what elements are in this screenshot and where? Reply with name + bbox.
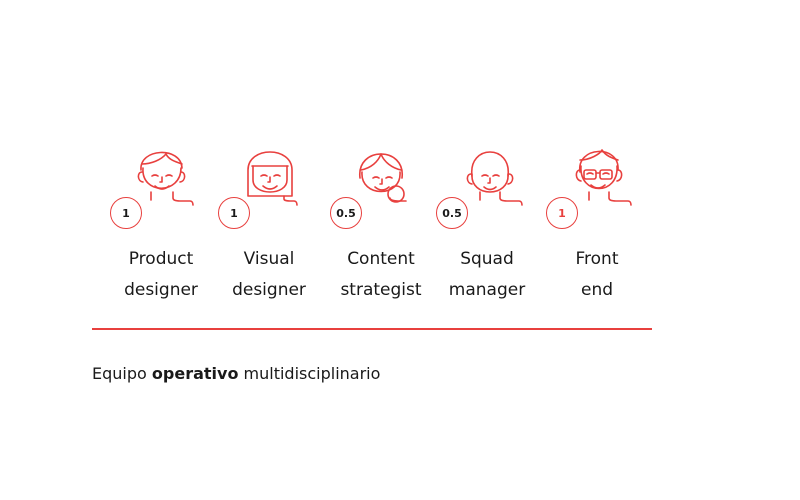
caption-bold: operativo: [151, 364, 239, 383]
female-bob-hair-face-icon: [247, 151, 298, 206]
role-label-line1: Visual: [243, 249, 295, 269]
caption-prefix: Equipo: [92, 364, 152, 383]
role-label-line1: Front: [575, 249, 619, 269]
role-squad-manager: 0.5 Squad manager: [432, 140, 542, 310]
role-label-line1: Product: [128, 249, 194, 269]
team-caption: Equipo operativo multidisciplinario: [92, 364, 380, 383]
role-label: Visual designer: [214, 244, 324, 306]
role-front-end: 1 Front end: [542, 140, 652, 310]
count-badge: 1: [110, 197, 142, 229]
glasses-face-icon: [575, 149, 632, 206]
male-short-hair-face-icon: [137, 151, 194, 206]
role-label-line2: strategist: [340, 280, 422, 300]
role-label-line2: end: [580, 280, 614, 300]
role-label-line2: manager: [448, 280, 526, 300]
bald-face-icon: [466, 151, 523, 206]
role-product-designer: 1 Product designer: [106, 140, 216, 310]
divider-line: [92, 328, 652, 330]
count-badge: 1: [218, 197, 250, 229]
role-label: Front end: [542, 244, 652, 306]
count-badge: 0.5: [436, 197, 468, 229]
female-bun-hair-face-icon: [359, 153, 407, 203]
role-label-line2: designer: [124, 280, 198, 300]
role-label-line1: Squad: [460, 249, 514, 269]
role-visual-designer: 1 Visual designer: [214, 140, 324, 310]
count-badge: 0.5: [330, 197, 362, 229]
role-label-line2: designer: [232, 280, 306, 300]
role-label: Product designer: [106, 244, 216, 306]
role-label-line1: Content: [347, 249, 415, 269]
count-badge: 1: [546, 197, 578, 229]
role-label: Squad manager: [432, 244, 542, 306]
role-content-strategist: 0.5 Content strategist: [326, 140, 436, 310]
caption-suffix: multidisciplinario: [238, 364, 381, 383]
role-label: Content strategist: [326, 244, 436, 306]
